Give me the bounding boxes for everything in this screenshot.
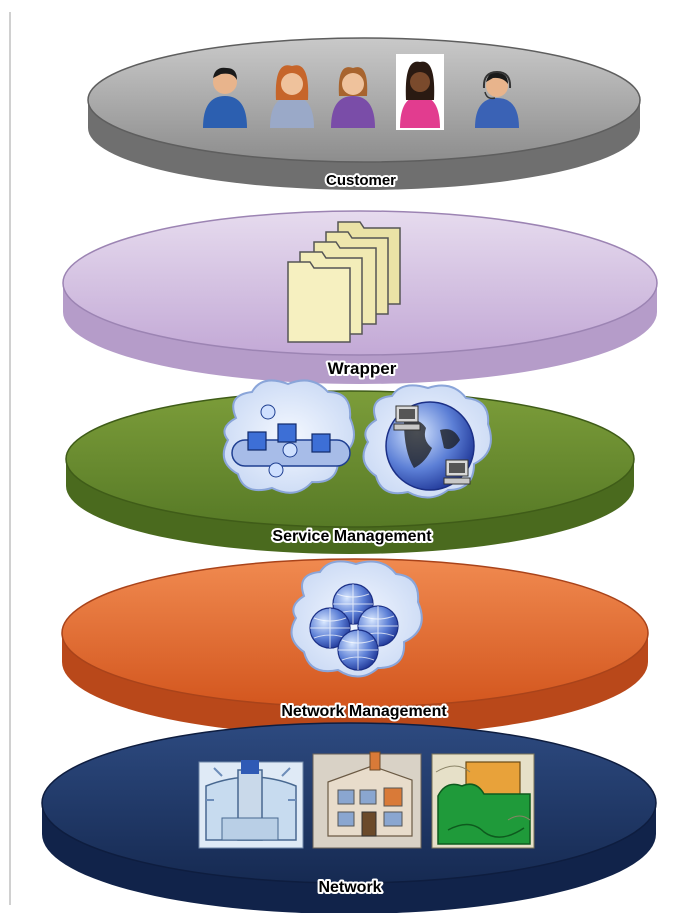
layer-label-network-management: Network Management [281, 703, 447, 720]
layer-wrapper: Wrapper [62, 210, 658, 384]
globes-cloud-icon [290, 560, 423, 678]
layer-service-management: Service Management [65, 379, 635, 554]
person-male-icon [203, 67, 247, 128]
person-headset-agent-icon [475, 70, 519, 128]
person-female-dark-icon [396, 54, 444, 130]
layer-customer: Customer [87, 37, 641, 191]
layer-label-customer: Customer [326, 172, 396, 189]
globe-computers-cloud-icon [362, 384, 492, 499]
layer-network-management: Network Management [61, 558, 649, 736]
person-female-brownhair-icon [331, 67, 375, 128]
layer-network: Network [41, 722, 657, 913]
network-map-icon [431, 753, 535, 849]
building-icon [312, 751, 422, 849]
service-bus-cloud-icon [222, 379, 355, 494]
layer-label-wrapper: Wrapper [328, 359, 397, 378]
layer-label-network: Network [318, 879, 381, 896]
file-folders-icon [287, 221, 401, 343]
layer-label-service-management: Service Management [272, 528, 432, 545]
layer-service-management-disc [65, 390, 635, 528]
person-female-redhair-icon [270, 65, 314, 128]
data-center-icon [198, 760, 304, 849]
